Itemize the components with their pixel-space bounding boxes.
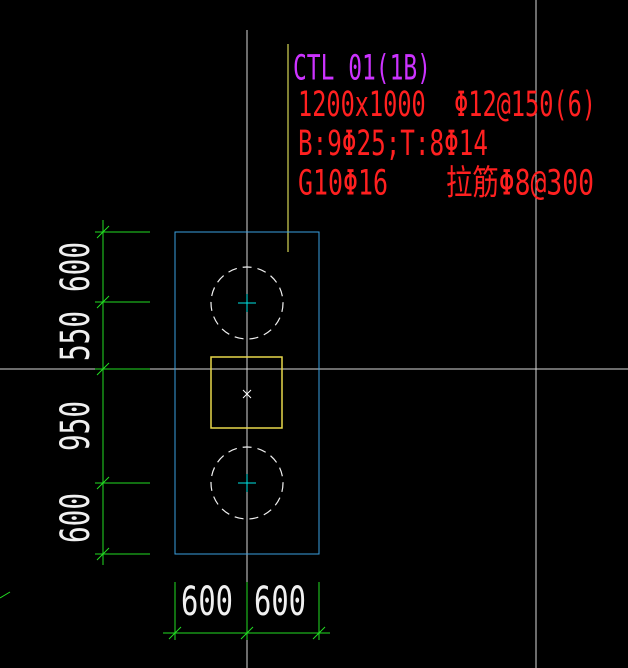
pile-circle (210, 446, 284, 520)
longitudinal-bars-text: B:9Φ25;T:8Φ14 (298, 124, 488, 165)
section-stirrup-text: 1200x1000 Φ12@150(6) (298, 85, 596, 126)
dim-left-3: 950 (53, 401, 100, 451)
column-outline[interactable] (210, 356, 283, 429)
pile-top[interactable] (210, 266, 284, 340)
tick (96, 476, 110, 490)
pile-cap-outline[interactable] (174, 231, 320, 555)
tie-bars-text: 拉筋Φ8@300 (446, 163, 594, 204)
left-dimension-labels: 600 550 950 600 (53, 242, 100, 543)
pile-circle (210, 266, 284, 340)
column-center-mark (242, 389, 252, 399)
dim-bottom-2: 600 (254, 579, 306, 626)
tick (312, 626, 326, 640)
tick (168, 626, 182, 640)
bottom-dimension-labels: 600 600 (181, 579, 306, 626)
side-bars-text: G10Φ16 (298, 163, 388, 204)
dim-bottom-1: 600 (181, 579, 233, 626)
cap-annotation: CTL 01(1B) 1200x1000 Φ12@150(6) B:9Φ25;T… (293, 48, 596, 203)
tick (96, 295, 110, 309)
bottom-dimension-chain (163, 582, 330, 640)
pile-bottom[interactable] (210, 446, 284, 520)
tick (240, 626, 254, 640)
tick (96, 547, 110, 561)
dim-left-2: 550 (53, 311, 100, 361)
dim-left-4: 600 (53, 493, 100, 543)
left-dimension-chain (95, 220, 150, 565)
tick (96, 362, 110, 376)
corner-mark (0, 591, 11, 599)
tick (96, 225, 110, 239)
dim-left-1: 600 (53, 242, 100, 292)
cap-name-text: CTL 01(1B) (293, 48, 431, 89)
